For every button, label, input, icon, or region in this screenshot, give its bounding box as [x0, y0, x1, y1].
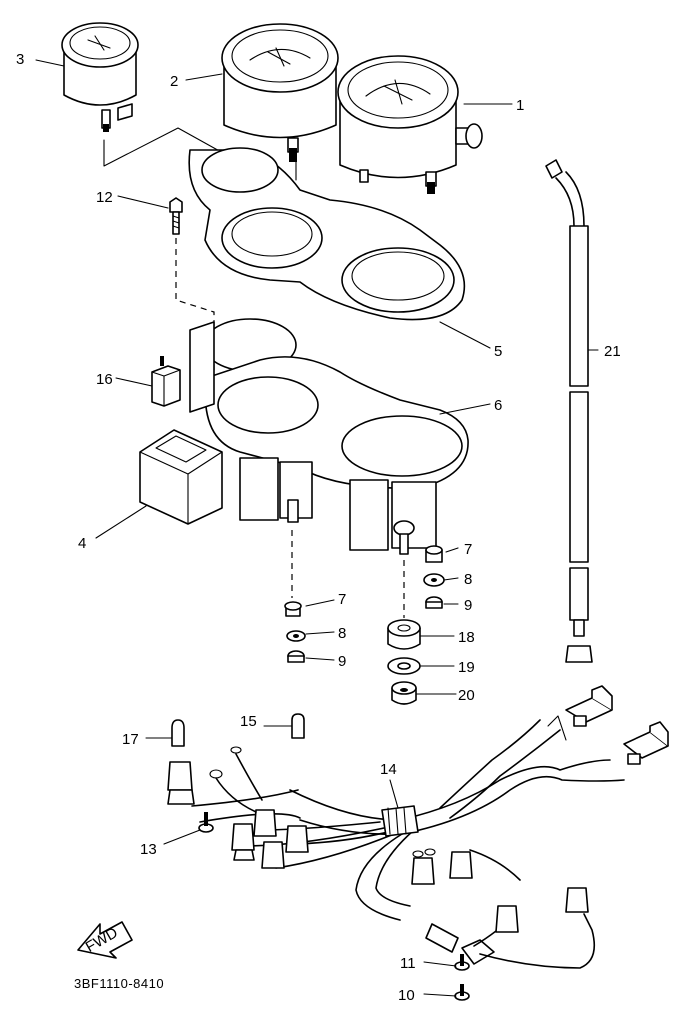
bolt-12 [169, 197, 183, 235]
left-washer-stack [284, 601, 306, 663]
callout-6: 6 [494, 397, 502, 414]
bulb-sockets [167, 746, 589, 933]
screw-10 [454, 984, 470, 1001]
callout-20: 20 [458, 687, 475, 704]
bulb-15 [291, 713, 305, 739]
forward-arrow-icon: FWD [77, 921, 133, 959]
indicator-box-4 [139, 429, 223, 525]
right-washer-stack [423, 545, 445, 609]
callout-labels: 3 2 1 12 5 16 6 4 21 7 8 9 7 8 9 18 19 2… [16, 51, 621, 1004]
callout-18: 18 [458, 629, 475, 646]
callout-19: 19 [458, 659, 475, 676]
gauge-3 [61, 22, 139, 132]
callout-14: 14 [380, 761, 397, 778]
washer-19 [387, 657, 421, 675]
callout-5: 5 [494, 343, 502, 360]
callout-11: 11 [400, 955, 416, 972]
callout-3: 3 [16, 51, 24, 68]
callout-9-left: 9 [338, 653, 346, 670]
callout-12: 12 [96, 189, 113, 206]
meter-cable-21 [545, 159, 593, 663]
callout-7-right: 7 [464, 541, 472, 558]
callout-21: 21 [604, 343, 621, 360]
callout-15: 15 [240, 713, 257, 730]
screw-13 [198, 812, 214, 833]
collar-20 [391, 681, 417, 705]
wire-harness-14 [191, 715, 625, 969]
gauge-1 [337, 55, 483, 194]
callout-2: 2 [170, 73, 178, 90]
grommet-18 [387, 619, 421, 650]
relay-16 [151, 356, 181, 407]
callout-17: 17 [122, 731, 139, 748]
bulb-17 [171, 719, 185, 747]
callout-9-right: 9 [464, 597, 472, 614]
top-cover-panel-5 [188, 147, 466, 321]
gauge-2 [221, 23, 339, 162]
leader-lines [35, 59, 599, 997]
coupler-upper-right [565, 685, 669, 765]
callout-4: 4 [78, 535, 86, 552]
screw-11 [454, 954, 470, 971]
bracket-6 [189, 318, 469, 555]
callout-13: 13 [140, 841, 157, 858]
drawing-code: 3BF1110-8410 [74, 976, 164, 991]
callout-8-right: 8 [464, 571, 472, 588]
callout-7-left: 7 [338, 591, 346, 608]
callout-1: 1 [516, 97, 524, 114]
callout-10: 10 [398, 987, 415, 1004]
callout-16: 16 [96, 371, 113, 388]
callout-8-left: 8 [338, 625, 346, 642]
